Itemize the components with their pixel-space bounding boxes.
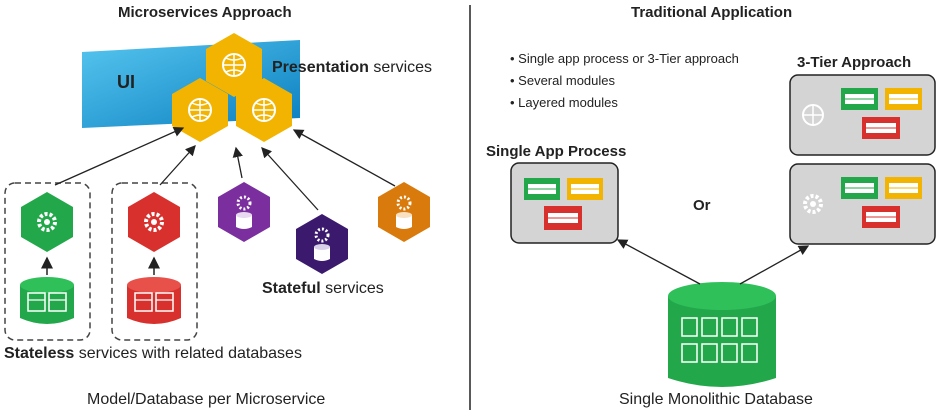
arrow-orange-to-presentation [292,129,396,187]
stateful-rest: services [320,280,384,297]
arrow-green-to-presentation [54,126,185,186]
presentation-hex-right [236,78,292,142]
bullet-item: Several modules [510,70,739,92]
or-label: Or [693,197,711,214]
presentation-hex-left [172,78,228,142]
stateless-label: Stateless services with related database… [4,345,302,363]
single-app-label: Single App Process [486,143,627,160]
three-tier-box-top [789,74,936,156]
stateless-bold: Stateless [4,345,75,362]
stateful-bold: Stateful [262,280,321,297]
right-title: Traditional Application [631,4,793,21]
arrow-purple-to-presentation [232,146,243,179]
ui-label: UI [117,72,135,92]
arrow-darkpurple-to-presentation [261,147,319,211]
bullet-list: Single app process or 3-Tier approach Se… [510,48,739,114]
left-title: Microservices Approach [118,4,292,21]
bullet-item: Single app process or 3-Tier approach [510,48,739,70]
bullet-item: Layered modules [510,92,739,114]
three-tier-label: 3-Tier Approach [797,54,912,71]
stateless-hex-green [21,192,73,252]
stateless-rest: services with related databases [74,345,302,362]
stateful-hex-darkpurple [296,214,348,274]
arrow-db-to-three-tier [739,245,810,285]
three-tier-box-bottom [789,163,936,245]
arrow-db-to-single-app [616,239,701,285]
single-app-box [510,162,619,244]
stateless-box-green [4,182,91,341]
stateful-hex-orange [378,182,430,242]
presentation-label: Presentation services [272,59,432,77]
stateless-hex-red [128,192,180,252]
stateless-db-green [20,277,74,324]
right-footer: Single Monolithic Database [619,391,813,408]
monolithic-database [668,282,776,387]
left-footer: Model/Database per Microservice [87,391,326,408]
stateful-label: Stateful services [262,280,384,298]
stateless-db-red [127,277,181,324]
presentation-hex-top [206,33,262,97]
stateless-box-red [111,182,198,341]
arrow-red-to-presentation [159,145,196,186]
presentation-bold: Presentation [272,59,369,76]
stateful-hex-purple [218,182,270,242]
presentation-rest: services [368,59,433,76]
